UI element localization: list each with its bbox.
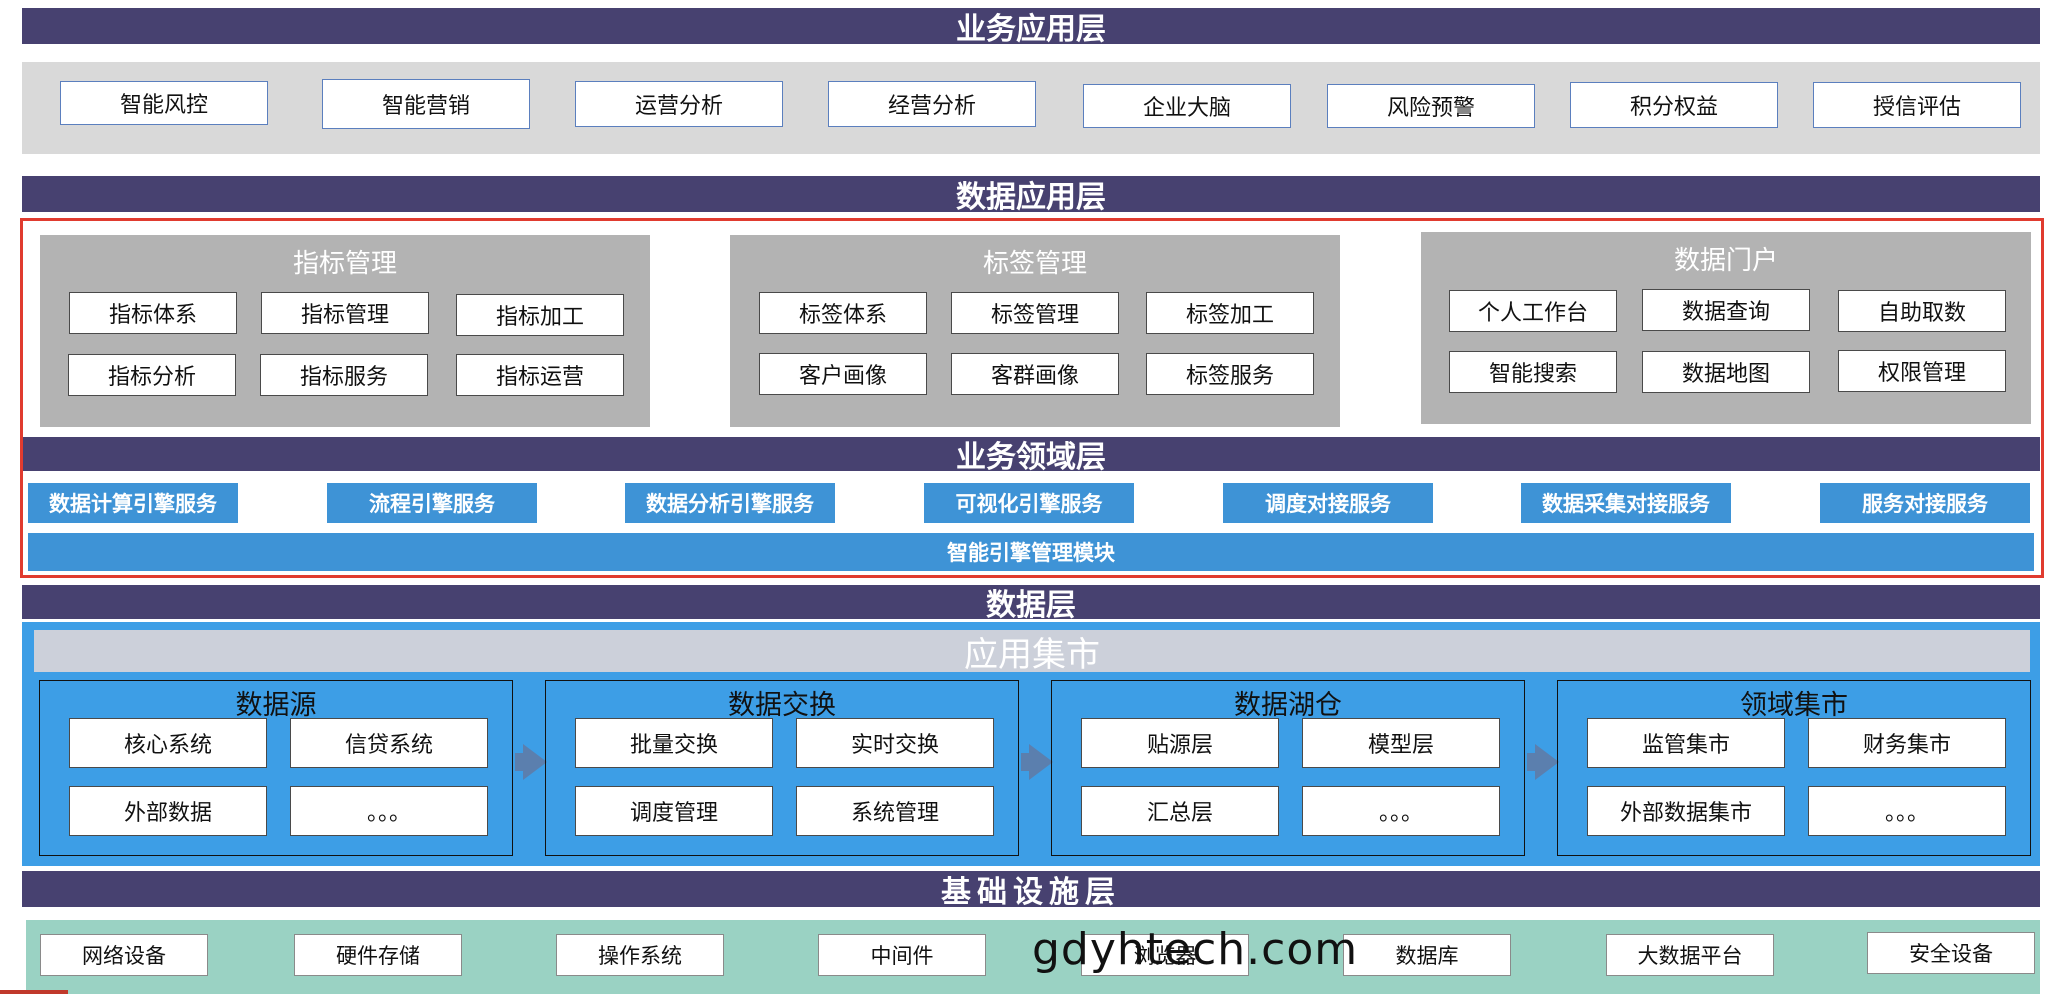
- portal-item[interactable]: 权限管理: [1838, 350, 2006, 392]
- column-title: 领域集市: [1740, 690, 1848, 721]
- infra-item[interactable]: 操作系统: [556, 934, 724, 976]
- domain-service-button[interactable]: 数据分析引擎服务: [625, 483, 835, 523]
- infra-item[interactable]: 数据库: [1343, 934, 1511, 976]
- application-mart-bar: 应用集市: [34, 630, 2030, 675]
- watermark: gdyhtech.com: [1032, 924, 1359, 975]
- domain-mart-column: 领域集市 监管集市 财务集市 外部数据集市 。。。: [1557, 680, 2031, 856]
- infra-item[interactable]: 大数据平台: [1606, 934, 1774, 976]
- business-app-layer-panel: 智能风控 智能营销 运营分析 经营分析 企业大脑 风险预警 积分权益 授信评估: [22, 62, 2040, 154]
- engine-management-module[interactable]: 智能引擎管理模块: [28, 533, 2034, 571]
- data-layer-panel: 应用集市 数据源 核心系统 信贷系统 外部数据 。。。 数据交换 批量交换 实时…: [22, 622, 2040, 866]
- flow-arrow-icon: [1021, 744, 1053, 780]
- data-exchange-item[interactable]: 调度管理: [575, 786, 773, 836]
- portal-item[interactable]: 智能搜索: [1449, 351, 1617, 393]
- data-source-item[interactable]: 核心系统: [69, 718, 267, 768]
- data-lakehouse-item[interactable]: 贴源层: [1081, 718, 1279, 768]
- business-app-item[interactable]: 经营分析: [828, 81, 1036, 127]
- domain-service-button[interactable]: 调度对接服务: [1223, 483, 1433, 523]
- domain-mart-item[interactable]: 监管集市: [1587, 718, 1785, 768]
- business-app-item[interactable]: 智能风控: [60, 81, 268, 125]
- indicator-item[interactable]: 指标加工: [456, 294, 624, 336]
- column-title: 数据湖仓: [1234, 690, 1342, 721]
- business-app-layer-title: 业务应用层: [956, 12, 1106, 47]
- tag-management-group: 标签管理 标签体系 标签管理 标签加工 客户画像 客群画像 标签服务: [730, 235, 1340, 427]
- infra-item[interactable]: 硬件存储: [294, 934, 462, 976]
- data-lakehouse-item[interactable]: 。。。: [1302, 786, 1500, 836]
- data-source-item[interactable]: 信贷系统: [290, 718, 488, 768]
- flow-arrow-icon: [1527, 744, 1559, 780]
- group-title: 指标管理: [292, 249, 397, 279]
- corner-mark: [0, 990, 68, 994]
- data-app-layer-title: 数据应用层: [956, 180, 1106, 215]
- data-source-item[interactable]: 。。。: [290, 786, 488, 836]
- business-app-item[interactable]: 智能营销: [322, 79, 530, 129]
- domain-service-button[interactable]: 数据采集对接服务: [1521, 483, 1731, 523]
- business-app-item[interactable]: 风险预警: [1327, 84, 1535, 128]
- data-lakehouse-item[interactable]: 汇总层: [1081, 786, 1279, 836]
- infra-item[interactable]: 浏览器: [1081, 934, 1249, 976]
- data-layer-band: 数据层: [22, 585, 2040, 623]
- indicator-item[interactable]: 指标管理: [261, 292, 429, 334]
- domain-service-button[interactable]: 数据计算引擎服务: [28, 483, 238, 523]
- column-title: 数据源: [235, 690, 317, 721]
- indicator-item[interactable]: 指标体系: [69, 292, 237, 334]
- tag-item[interactable]: 标签管理: [951, 292, 1119, 334]
- highlight-frame: [20, 218, 2044, 578]
- portal-item[interactable]: 个人工作台: [1449, 290, 1617, 332]
- flow-arrow-icon: [515, 744, 547, 780]
- data-lakehouse-column: 数据湖仓 贴源层 模型层 汇总层 。。。: [1051, 680, 1525, 856]
- infra-layer-panel: 网络设备 硬件存储 操作系统 中间件 浏览器 数据库 大数据平台 安全设备: [26, 920, 2040, 994]
- tag-item[interactable]: 标签体系: [759, 292, 927, 334]
- domain-service-button[interactable]: 服务对接服务: [1820, 483, 2030, 523]
- business-app-item[interactable]: 积分权益: [1570, 82, 1778, 128]
- data-source-item[interactable]: 外部数据: [69, 786, 267, 836]
- application-mart-title: 应用集市: [964, 634, 1100, 675]
- domain-mart-item[interactable]: 外部数据集市: [1587, 786, 1785, 836]
- tag-item[interactable]: 客户画像: [759, 353, 927, 395]
- data-exchange-item[interactable]: 系统管理: [796, 786, 994, 836]
- infra-item[interactable]: 安全设备: [1867, 932, 2035, 974]
- data-source-column: 数据源 核心系统 信贷系统 外部数据 。。。: [39, 680, 513, 856]
- data-layer-title: 数据层: [986, 588, 1076, 623]
- data-portal-group: 数据门户 个人工作台 数据查询 自助取数 智能搜索 数据地图 权限管理: [1421, 232, 2031, 424]
- business-app-layer-band: 业务应用层: [22, 8, 2040, 47]
- indicator-item[interactable]: 指标分析: [68, 354, 236, 396]
- portal-item[interactable]: 数据查询: [1642, 289, 1810, 331]
- business-domain-layer-band: 业务领域层: [22, 437, 2040, 475]
- data-lakehouse-item[interactable]: 模型层: [1302, 718, 1500, 768]
- infra-layer-title: 基础设施层: [941, 875, 1121, 910]
- data-exchange-item[interactable]: 批量交换: [575, 718, 773, 768]
- business-app-item[interactable]: 授信评估: [1813, 82, 2021, 128]
- tag-item[interactable]: 标签服务: [1146, 353, 1314, 395]
- infra-layer-band: 基础设施层: [22, 871, 2040, 910]
- portal-item[interactable]: 自助取数: [1838, 290, 2006, 332]
- indicator-item[interactable]: 指标运营: [456, 354, 624, 396]
- infra-item[interactable]: 中间件: [818, 934, 986, 976]
- indicator-management-group: 指标管理 指标体系 指标管理 指标加工 指标分析 指标服务 指标运营: [40, 235, 650, 427]
- business-app-item[interactable]: 运营分析: [575, 81, 783, 127]
- infra-item[interactable]: 网络设备: [40, 934, 208, 976]
- business-app-item[interactable]: 企业大脑: [1083, 84, 1291, 128]
- data-exchange-column: 数据交换 批量交换 实时交换 调度管理 系统管理: [545, 680, 1019, 856]
- domain-service-button[interactable]: 流程引擎服务: [327, 483, 537, 523]
- data-app-layer-band: 数据应用层: [22, 176, 2040, 215]
- portal-item[interactable]: 数据地图: [1642, 351, 1810, 393]
- data-exchange-item[interactable]: 实时交换: [796, 718, 994, 768]
- tag-item[interactable]: 标签加工: [1146, 292, 1314, 334]
- domain-service-button[interactable]: 可视化引擎服务: [924, 483, 1134, 523]
- domain-mart-item[interactable]: 。。。: [1808, 786, 2006, 836]
- tag-item[interactable]: 客群画像: [951, 353, 1119, 395]
- indicator-item[interactable]: 指标服务: [260, 354, 428, 396]
- column-title: 数据交换: [728, 690, 836, 721]
- business-domain-layer-title: 业务领域层: [956, 440, 1106, 475]
- group-title: 数据门户: [1673, 246, 1778, 276]
- group-title: 标签管理: [982, 249, 1087, 279]
- domain-mart-item[interactable]: 财务集市: [1808, 718, 2006, 768]
